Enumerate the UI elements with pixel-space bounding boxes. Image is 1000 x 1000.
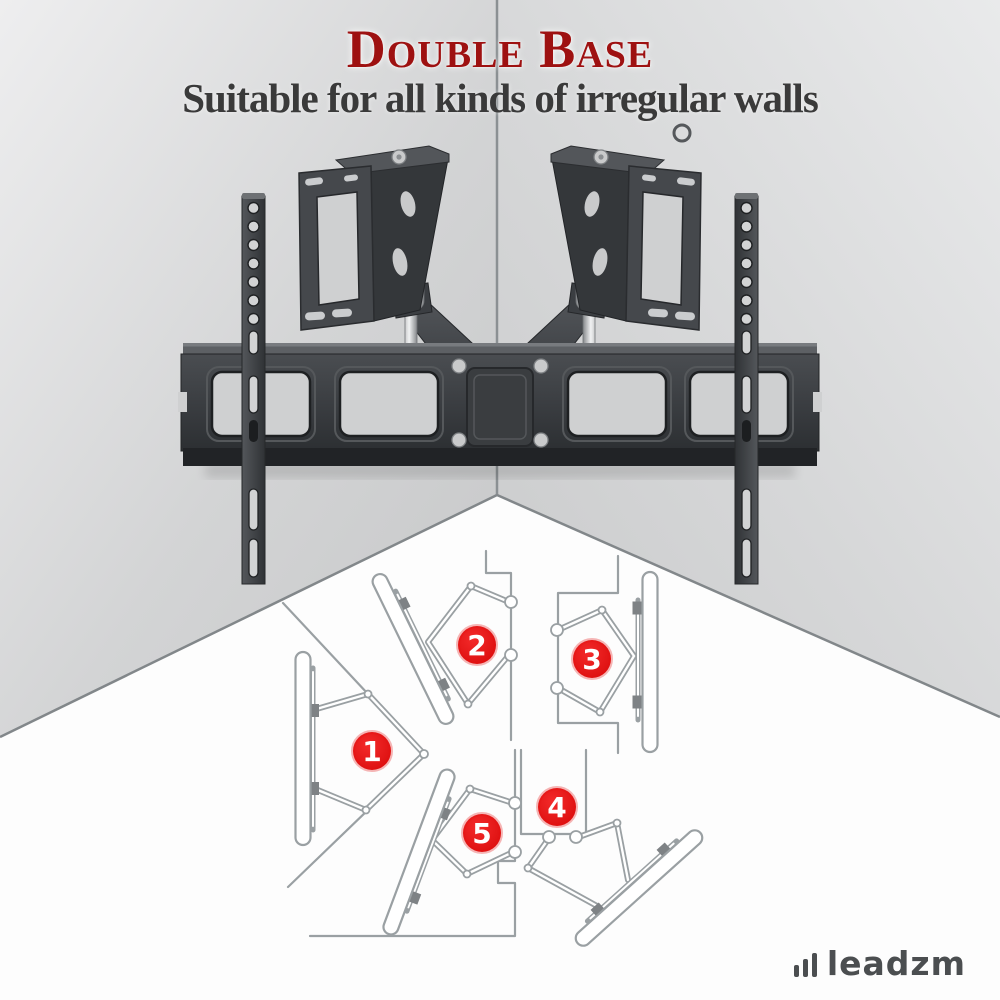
- tv-side-view: [574, 829, 704, 947]
- rail-slot-dark: [249, 420, 258, 442]
- bar-screw: [451, 432, 467, 448]
- corner-line-left: [0, 493, 498, 739]
- corner-line-right: [496, 493, 1000, 719]
- wall-base-knob: [508, 796, 522, 810]
- flange-hole-detail: [672, 123, 692, 143]
- callout-2: 2: [456, 624, 498, 666]
- wall-outline-recess: [556, 554, 620, 755]
- bar-end-notch: [813, 392, 822, 412]
- rail-hole: [247, 238, 260, 252]
- bar-window: [566, 370, 668, 438]
- side-plate-hole: [392, 248, 408, 276]
- callout-number: 4: [547, 791, 566, 824]
- rail-hole: [247, 201, 260, 215]
- arm-joint: [612, 818, 622, 828]
- frame-slot: [344, 174, 358, 182]
- callout-number: 3: [582, 643, 601, 676]
- wall-base-knob: [504, 648, 518, 662]
- rail-hole: [247, 294, 260, 307]
- frame-slot: [305, 177, 324, 186]
- logo-text: leadzm: [826, 943, 966, 983]
- callout-5: 5: [461, 812, 503, 854]
- wall-outline-stair: [308, 748, 517, 938]
- wall-base-knob: [504, 595, 518, 609]
- tv-side-view: [641, 570, 659, 754]
- arm-joint: [465, 784, 475, 794]
- bar-window: [338, 370, 440, 438]
- frame-slot: [332, 308, 352, 318]
- bar-screw: [533, 358, 549, 374]
- flange-screw-center: [396, 154, 402, 160]
- wall-plate-bar: [178, 343, 822, 466]
- callout-4: 4: [536, 786, 578, 828]
- wall-base-knob: [569, 830, 583, 844]
- center-panel-inner: [473, 374, 527, 440]
- mount-config-2: [371, 572, 518, 726]
- page-title: Double Base: [346, 19, 654, 79]
- rail-hole: [247, 312, 260, 326]
- arm-joint: [363, 689, 373, 699]
- arm-joint: [595, 707, 605, 717]
- diagram-callouts: 1 2 3 4 5: [351, 624, 613, 854]
- tv-side-view: [371, 572, 455, 726]
- rail-slot: [248, 488, 259, 531]
- mount-config-3: [550, 570, 659, 754]
- callout-1: 1: [351, 730, 393, 772]
- callout-3: 3: [571, 638, 613, 680]
- bar-end-notch: [178, 392, 187, 412]
- logo-bars-icon: [793, 953, 817, 977]
- arm-joint: [463, 699, 473, 709]
- rail-clip: [308, 782, 319, 795]
- rail-hole: [247, 257, 260, 270]
- arm-joint: [361, 805, 371, 815]
- mount-config-1: [294, 650, 429, 847]
- bar-screw: [451, 358, 467, 374]
- side-plate-hole: [400, 191, 416, 217]
- rail-clip: [632, 695, 644, 709]
- rail-slot: [248, 375, 259, 414]
- rail-clip: [308, 704, 319, 717]
- tv-side-view: [294, 650, 312, 847]
- arm-joint: [523, 863, 533, 873]
- wall-base-knob: [550, 623, 564, 637]
- rail-top-cap: [242, 193, 265, 199]
- rail-clip: [632, 601, 644, 615]
- wall-base-knob: [508, 845, 522, 859]
- bar-bottom-flange: [183, 448, 817, 466]
- arm-joint: [466, 581, 476, 591]
- center-panel: [466, 367, 534, 447]
- corner-diagram: 1 2 3 4 5: [281, 549, 704, 947]
- frame-slot: [305, 311, 325, 321]
- mount-config-4: [523, 818, 704, 947]
- wall-base-knob: [542, 830, 556, 844]
- wall-base-knob: [550, 681, 564, 695]
- callout-number: 5: [472, 817, 491, 850]
- window-ridge: [562, 366, 672, 442]
- rail-hole: [247, 220, 260, 233]
- tv-side-view: [382, 768, 456, 936]
- window-ridge: [334, 366, 444, 442]
- rail-slot: [248, 330, 259, 355]
- bar-top-edge: [183, 343, 817, 347]
- rail-hole: [247, 275, 260, 289]
- tv-rail-right: [734, 192, 759, 585]
- arm-joint: [597, 605, 607, 615]
- callout-number: 1: [362, 735, 381, 768]
- tv-mount-product: [178, 123, 822, 585]
- mount-config-5: [382, 768, 522, 936]
- frame-cutout: [316, 191, 360, 306]
- tv-rail: [241, 193, 266, 585]
- bar-screw: [533, 432, 549, 448]
- brand-logo: leadzm: [793, 943, 966, 983]
- callout-number: 2: [467, 629, 486, 662]
- rail-slot: [248, 538, 259, 578]
- arm-joint: [419, 749, 429, 759]
- arm-joint: [462, 869, 472, 879]
- page-subtitle: Suitable for all kinds of irregular wall…: [182, 75, 819, 121]
